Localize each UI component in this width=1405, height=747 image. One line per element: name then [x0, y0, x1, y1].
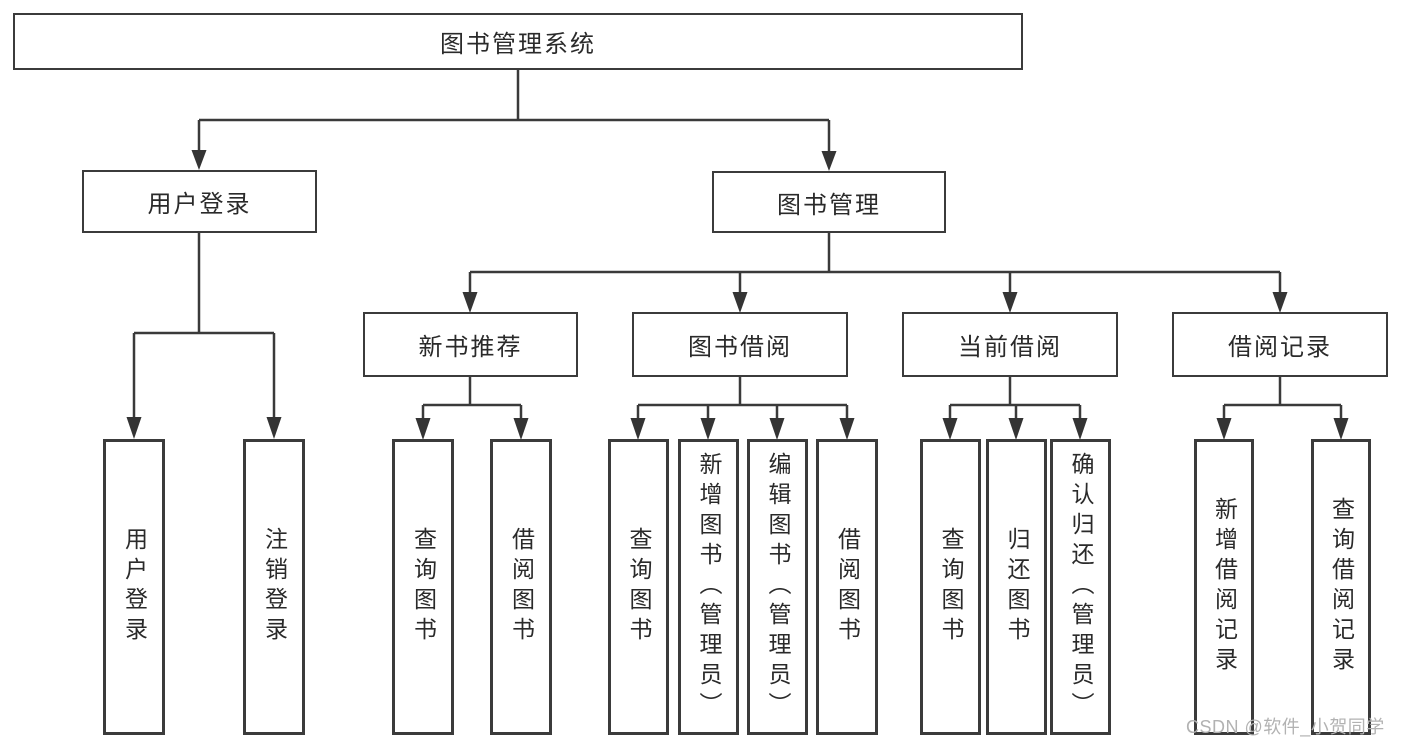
- node-label: 编辑图书（管理员）: [765, 452, 791, 722]
- leaf-query-borrow-record: 查询借阅记录: [1311, 439, 1371, 735]
- leaf-borrow-books-1: 借阅图书: [490, 439, 552, 735]
- connector-book-management-split: [462, 233, 1288, 313]
- node-label: 用户登录: [147, 191, 252, 218]
- connector-root-split: [191, 69, 837, 171]
- node-label: 查询图书: [626, 527, 652, 647]
- node-label: 注销登录: [261, 527, 288, 647]
- node-label: 图书借阅: [688, 334, 792, 361]
- node-library-system: 图书管理系统: [13, 13, 1023, 70]
- node-borrowing-records: 借阅记录: [1172, 312, 1388, 377]
- connector-book-borrowing-split: [630, 377, 855, 440]
- node-label: 查询图书: [410, 527, 437, 647]
- connector-new-book-split: [415, 377, 529, 440]
- connector-current-borrowing-split: [942, 377, 1088, 440]
- node-label: 图书管理系统: [440, 31, 596, 58]
- leaf-user-login: 用户登录: [103, 439, 165, 735]
- leaf-logout: 注销登录: [243, 439, 305, 735]
- node-label: 新书推荐: [418, 334, 523, 361]
- leaf-borrow-books-2: 借阅图书: [816, 439, 878, 735]
- node-label: 查询借阅记录: [1328, 497, 1355, 677]
- csdn-watermark: CSDN @软件_小贺同学: [1186, 717, 1385, 737]
- node-label: 当前借阅: [958, 334, 1062, 361]
- node-label: 归还图书: [1004, 527, 1030, 647]
- leaf-query-books-1: 查询图书: [392, 439, 454, 735]
- leaf-edit-book-admin: 编辑图书（管理员）: [747, 439, 808, 735]
- node-user-login: 用户登录: [82, 170, 317, 233]
- node-label: 借阅图书: [508, 527, 535, 647]
- connector-user-login-split: [126, 233, 282, 439]
- leaf-add-book-admin: 新增图书（管理员）: [678, 439, 739, 735]
- leaf-query-books-2: 查询图书: [608, 439, 669, 735]
- leaf-add-borrow-record: 新增借阅记录: [1194, 439, 1254, 735]
- leaf-query-books-3: 查询图书: [920, 439, 981, 735]
- node-label: 图书管理: [777, 191, 881, 219]
- node-label: 新增借阅记录: [1211, 497, 1238, 677]
- node-label: 借阅记录: [1228, 334, 1332, 361]
- node-label: 用户登录: [121, 527, 148, 647]
- node-new-book-recommend: 新书推荐: [363, 312, 578, 377]
- node-label: 确认归还（管理员）: [1068, 452, 1094, 722]
- node-label: 查询图书: [938, 527, 964, 647]
- node-book-borrowing: 图书借阅: [632, 312, 848, 377]
- node-label: 新增图书（管理员）: [696, 452, 722, 722]
- connector-borrow-records-split: [1216, 377, 1349, 440]
- node-current-borrowing: 当前借阅: [902, 312, 1118, 377]
- leaf-return-book: 归还图书: [986, 439, 1047, 735]
- leaf-confirm-return-admin: 确认归还（管理员）: [1050, 439, 1111, 735]
- node-label: 借阅图书: [834, 527, 861, 647]
- node-book-management: 图书管理: [712, 171, 946, 233]
